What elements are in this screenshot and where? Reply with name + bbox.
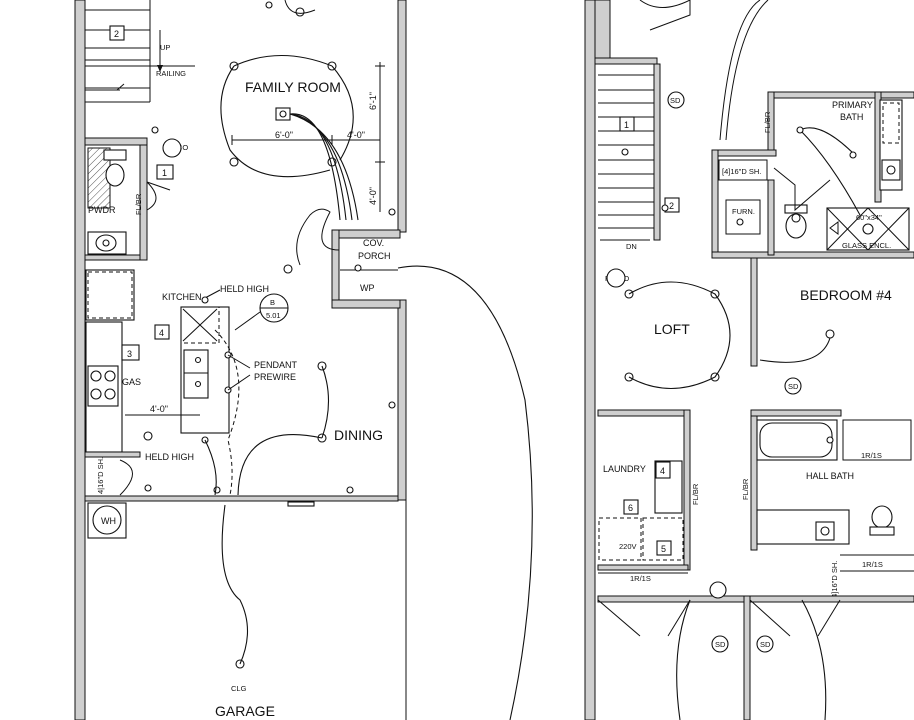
cov-porch-label-1: COV. bbox=[363, 238, 384, 248]
railing-label: RAILING bbox=[156, 69, 186, 78]
tag-1-right-label: 1 bbox=[624, 120, 629, 130]
tag-6-label: 6 bbox=[628, 503, 633, 513]
right-exterior-wall-lower bbox=[397, 299, 407, 501]
family-room-label: FAMILY ROOM bbox=[245, 79, 341, 95]
tag-2-right-label: 2 bbox=[669, 201, 674, 211]
held-high-top-label: HELD HIGH bbox=[220, 284, 269, 294]
fl-br-label-2: FL/BR bbox=[691, 483, 700, 505]
hall-vanity bbox=[756, 509, 850, 545]
kitchen-label: KITCHEN bbox=[162, 292, 202, 302]
1r1s-label-2: 1R/1S bbox=[861, 451, 882, 460]
tag-5-label: 5 bbox=[661, 544, 666, 554]
gas-label: GAS bbox=[122, 377, 141, 387]
right-plan: 1 2 DN PRIMARY BATH FL/BR [4]16"D SH. FU… bbox=[584, 0, 914, 720]
garage-label: GARAGE bbox=[215, 703, 275, 719]
laundry-label: LAUNDRY bbox=[603, 464, 646, 474]
dim-4-0-top: 4'-0" bbox=[347, 130, 365, 140]
pwdr-right-wall bbox=[139, 144, 148, 261]
tag-6 bbox=[623, 499, 639, 515]
1r1s-label-1: 1R/1S bbox=[630, 574, 651, 583]
fl-br-label-3: FL/BR bbox=[741, 478, 750, 500]
stairs bbox=[85, 0, 151, 103]
cov-porch-label-2: PORCH bbox=[358, 251, 391, 261]
dishwasher-sink bbox=[183, 349, 209, 399]
v220-label: 220V bbox=[619, 542, 637, 551]
wp-label: WP bbox=[360, 283, 375, 293]
tag-1-label: 1 bbox=[162, 168, 167, 178]
sd-bottom-2: SD bbox=[760, 640, 771, 649]
tag-2-label: 2 bbox=[114, 29, 119, 39]
right-exterior-wall-upper bbox=[397, 0, 407, 233]
sd-bottom-1: SD bbox=[715, 640, 726, 649]
fridge-space bbox=[85, 269, 135, 321]
sd-bedroom: SD bbox=[788, 382, 799, 391]
hall-bath-label: HALL BATH bbox=[806, 471, 854, 481]
shelf-label-left: 4|16"D SH. bbox=[96, 457, 105, 494]
tag-2 bbox=[109, 25, 125, 41]
ceiling-light-icon bbox=[229, 157, 239, 167]
detail-tag-top: B bbox=[270, 298, 275, 307]
dim-6-0: 6'-0" bbox=[275, 130, 293, 140]
tag-1-right bbox=[619, 116, 635, 132]
left-exterior-wall bbox=[74, 0, 86, 720]
toilet-icon bbox=[105, 163, 125, 187]
pwdr-bottom-wall bbox=[84, 254, 141, 261]
furn-label: FURN. bbox=[732, 207, 755, 216]
dining-label: DINING bbox=[334, 427, 383, 443]
stairs-right bbox=[598, 74, 654, 241]
dim-4-0-kitchen: 4'-0" bbox=[150, 404, 168, 414]
pwdr-label: PWDR bbox=[88, 205, 116, 215]
clg-label: CLG bbox=[231, 684, 247, 693]
pendant-label-line1: PENDANT bbox=[254, 360, 298, 370]
pendant-label-line2: PREWIRE bbox=[254, 372, 296, 382]
tag-5 bbox=[656, 540, 672, 556]
up-label: UP bbox=[160, 43, 170, 52]
pwdr-top-wall bbox=[84, 137, 148, 146]
primary-bath-label-2: BATH bbox=[840, 112, 863, 122]
shelf-top-label: [4]16"D SH. bbox=[722, 167, 761, 176]
tag-4-right-label: 4 bbox=[660, 466, 665, 476]
glass-encl-label: GLASS ENCL. bbox=[842, 241, 891, 250]
tag-3-label: 3 bbox=[127, 349, 132, 359]
tag-3 bbox=[121, 344, 140, 361]
tag-4 bbox=[154, 324, 170, 340]
shelf-bottom-label: [4]16"D SH. bbox=[830, 561, 839, 600]
dim-6-1: 6'-1" bbox=[368, 92, 378, 110]
detail-tag-bottom: 5.01 bbox=[266, 311, 281, 320]
glass-size-label: 60"x34" bbox=[856, 213, 882, 222]
loft-label: LOFT bbox=[654, 321, 690, 337]
garage-wall bbox=[84, 495, 399, 502]
tag-1 bbox=[156, 164, 174, 180]
fl-br-label-1: FL/BR bbox=[763, 111, 772, 133]
primary-bath-label-1: PRIMARY bbox=[832, 100, 873, 110]
1r1s-label-3: 1R/1S bbox=[862, 560, 883, 569]
dim-4-0-vert: 4'-0" bbox=[368, 187, 378, 205]
sd-top: SD bbox=[670, 96, 681, 105]
tag-4-label: 4 bbox=[159, 328, 164, 338]
toilet-icon bbox=[871, 505, 893, 529]
family-room: FAMILY ROOM bbox=[220, 55, 359, 221]
wh-label: WH bbox=[101, 516, 116, 526]
pwdr-flbr-label: FL/BR bbox=[134, 193, 143, 215]
held-high-bottom-label: HELD HIGH bbox=[145, 452, 194, 462]
dn-label: DN bbox=[626, 242, 637, 251]
left-plan: UP RAILING 2 PWDR FL/BR 1 bbox=[74, 0, 533, 720]
bedroom4-label: BEDROOM #4 bbox=[800, 287, 892, 303]
